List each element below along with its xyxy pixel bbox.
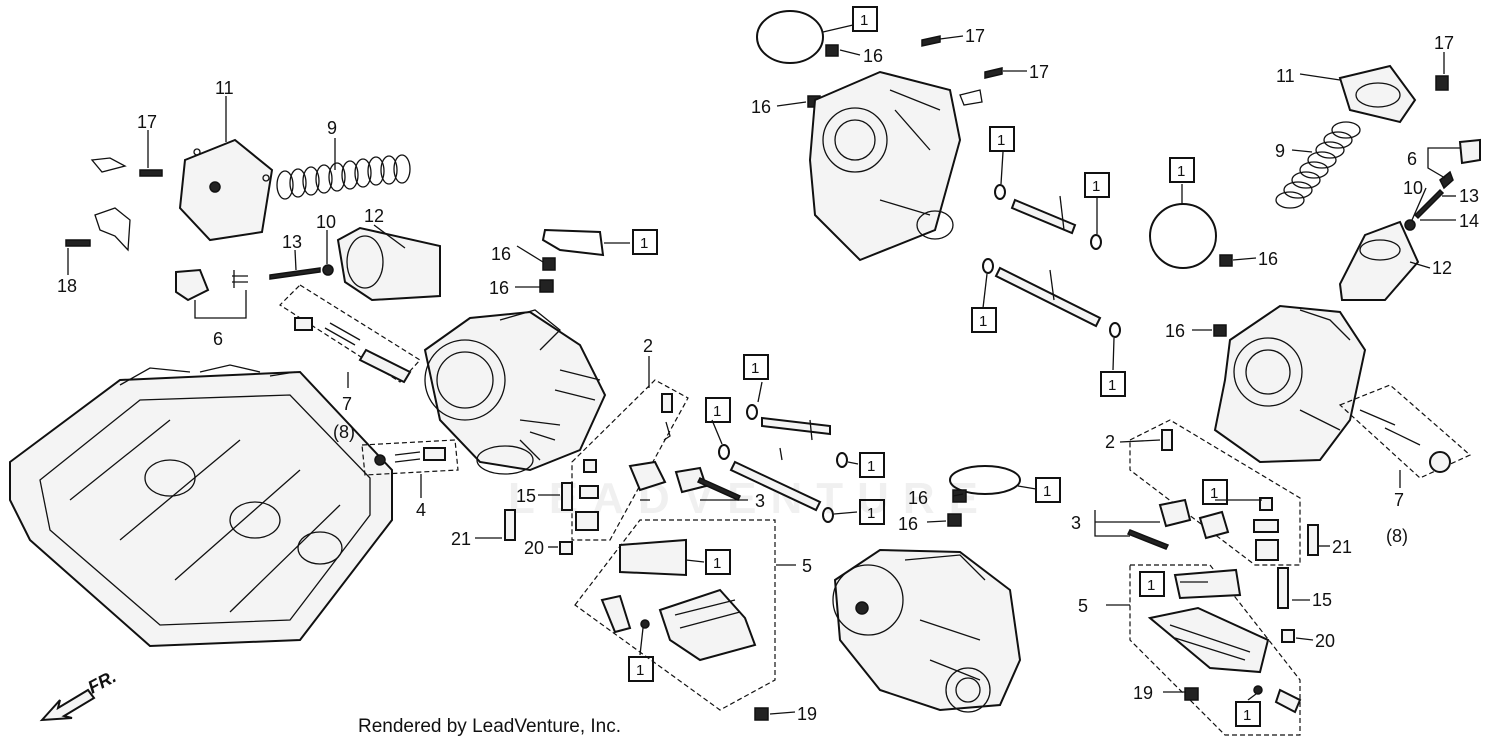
callout-10: 10 — [316, 212, 336, 232]
boxed-1: 1 — [705, 549, 731, 575]
callout-3: 3 — [755, 491, 765, 511]
callout-17: 17 — [1434, 33, 1454, 53]
right-bottom-parts — [1126, 419, 1319, 736]
callout-10: 10 — [1403, 178, 1423, 198]
callout-20: 20 — [1315, 631, 1335, 651]
callout-14: 14 — [1459, 211, 1479, 231]
callout-11: 11 — [215, 78, 234, 98]
boxed-1: 1 — [989, 126, 1015, 152]
callout-15: 15 — [516, 486, 536, 506]
right-top-parts — [1275, 64, 1481, 301]
callout-6: 6 — [213, 329, 223, 349]
svg-text:1: 1 — [1177, 163, 1185, 180]
boxed-1: 1 — [705, 397, 731, 423]
carburetor-bottom — [832, 548, 1022, 713]
svg-text:1: 1 — [1147, 577, 1155, 594]
svg-text:1: 1 — [997, 132, 1005, 149]
boxed-1: 1 — [1202, 479, 1228, 505]
callout-16: 16 — [491, 244, 511, 264]
callout-3: 3 — [1071, 513, 1081, 533]
callout-13: 13 — [1459, 186, 1479, 206]
boxed-1: 1 — [1035, 477, 1061, 503]
carburetor-left — [423, 309, 607, 475]
callout-16: 16 — [751, 97, 771, 117]
svg-text:1: 1 — [713, 403, 721, 420]
svg-text:1: 1 — [713, 555, 721, 572]
boxed-1: 1 — [1169, 157, 1195, 183]
callout-5: 5 — [802, 556, 812, 576]
svg-text:1: 1 — [1043, 483, 1051, 500]
callout-11: 11 — [1276, 66, 1295, 86]
boxed-1: 1 — [1100, 371, 1126, 397]
callout-16: 16 — [489, 278, 509, 298]
boxed-1: 1 — [1139, 571, 1165, 597]
svg-text:1: 1 — [867, 458, 875, 475]
callout-numbers: 11 17 9 10 12 13 18 6 7 (8) 4 21 15 20 2… — [57, 26, 1479, 724]
svg-text:1: 1 — [867, 505, 875, 522]
boxed-1: 1 — [632, 229, 658, 255]
svg-text:1: 1 — [1243, 707, 1251, 724]
callout-19: 19 — [1133, 683, 1153, 703]
joint-pipes-center — [539, 228, 1021, 527]
callout-2: 2 — [1105, 432, 1115, 452]
svg-text:1: 1 — [1210, 485, 1218, 502]
callout-16: 16 — [863, 46, 883, 66]
callout-6: 6 — [1407, 149, 1417, 169]
boxed-1: 1 — [1235, 701, 1261, 727]
callout-9: 9 — [327, 118, 337, 138]
callout-21: 21 — [1332, 537, 1352, 557]
center-parts — [504, 379, 776, 721]
render-credit: Rendered by LeadVenture, Inc. — [358, 716, 622, 737]
front-direction-arrow: FR. — [39, 666, 119, 722]
leader-lines — [67, 24, 1460, 715]
svg-text:1: 1 — [1108, 377, 1116, 394]
boxed-1: 1 — [859, 499, 885, 525]
callout-7: 7 — [342, 394, 352, 414]
callout-16: 16 — [908, 488, 928, 508]
callout-17: 17 — [1029, 62, 1049, 82]
callout-15: 15 — [1312, 590, 1332, 610]
svg-text:1: 1 — [979, 313, 987, 330]
callout-13: 13 — [282, 232, 302, 252]
svg-text:1: 1 — [860, 12, 868, 29]
carburetor-right — [1213, 304, 1472, 479]
callout-7: 7 — [1394, 490, 1404, 510]
carburetor-top — [756, 10, 1003, 262]
svg-text:1: 1 — [1092, 178, 1100, 195]
boxed-1: 1 — [1084, 172, 1110, 198]
callout-5: 5 — [1078, 596, 1088, 616]
callout-9: 9 — [1275, 141, 1285, 161]
joint-pipes-right — [982, 184, 1233, 338]
intake-manifold — [9, 364, 393, 648]
callout-17: 17 — [965, 26, 985, 46]
svg-text:1: 1 — [636, 662, 644, 679]
left-top-parts — [65, 138, 459, 476]
callout-12: 12 — [364, 206, 384, 226]
svg-text:1: 1 — [751, 360, 759, 377]
callout-20: 20 — [524, 538, 544, 558]
callout-16: 16 — [1165, 321, 1185, 341]
callout-12: 12 — [1432, 258, 1452, 278]
callout-2: 2 — [643, 336, 653, 356]
callout-16: 16 — [1258, 249, 1278, 269]
callout-16: 16 — [898, 514, 918, 534]
callout-17: 17 — [137, 112, 157, 132]
callout-21: 21 — [451, 529, 471, 549]
boxed-1: 1 — [628, 656, 654, 682]
boxed-1: 1 — [852, 6, 878, 32]
callout-19: 19 — [797, 704, 817, 724]
boxed-callouts: 1 1 1 1 1 1 1 1 1 1 1 1 1 1 1 1 1 — [628, 6, 1261, 727]
callout-18: 18 — [57, 276, 77, 296]
callout-8: (8) — [1386, 526, 1408, 546]
svg-text:1: 1 — [640, 235, 648, 252]
callout-4: 4 — [416, 500, 426, 520]
boxed-1: 1 — [971, 307, 997, 333]
boxed-1: 1 — [743, 354, 769, 380]
boxed-1: 1 — [859, 452, 885, 478]
callout-8: (8) — [333, 422, 355, 442]
